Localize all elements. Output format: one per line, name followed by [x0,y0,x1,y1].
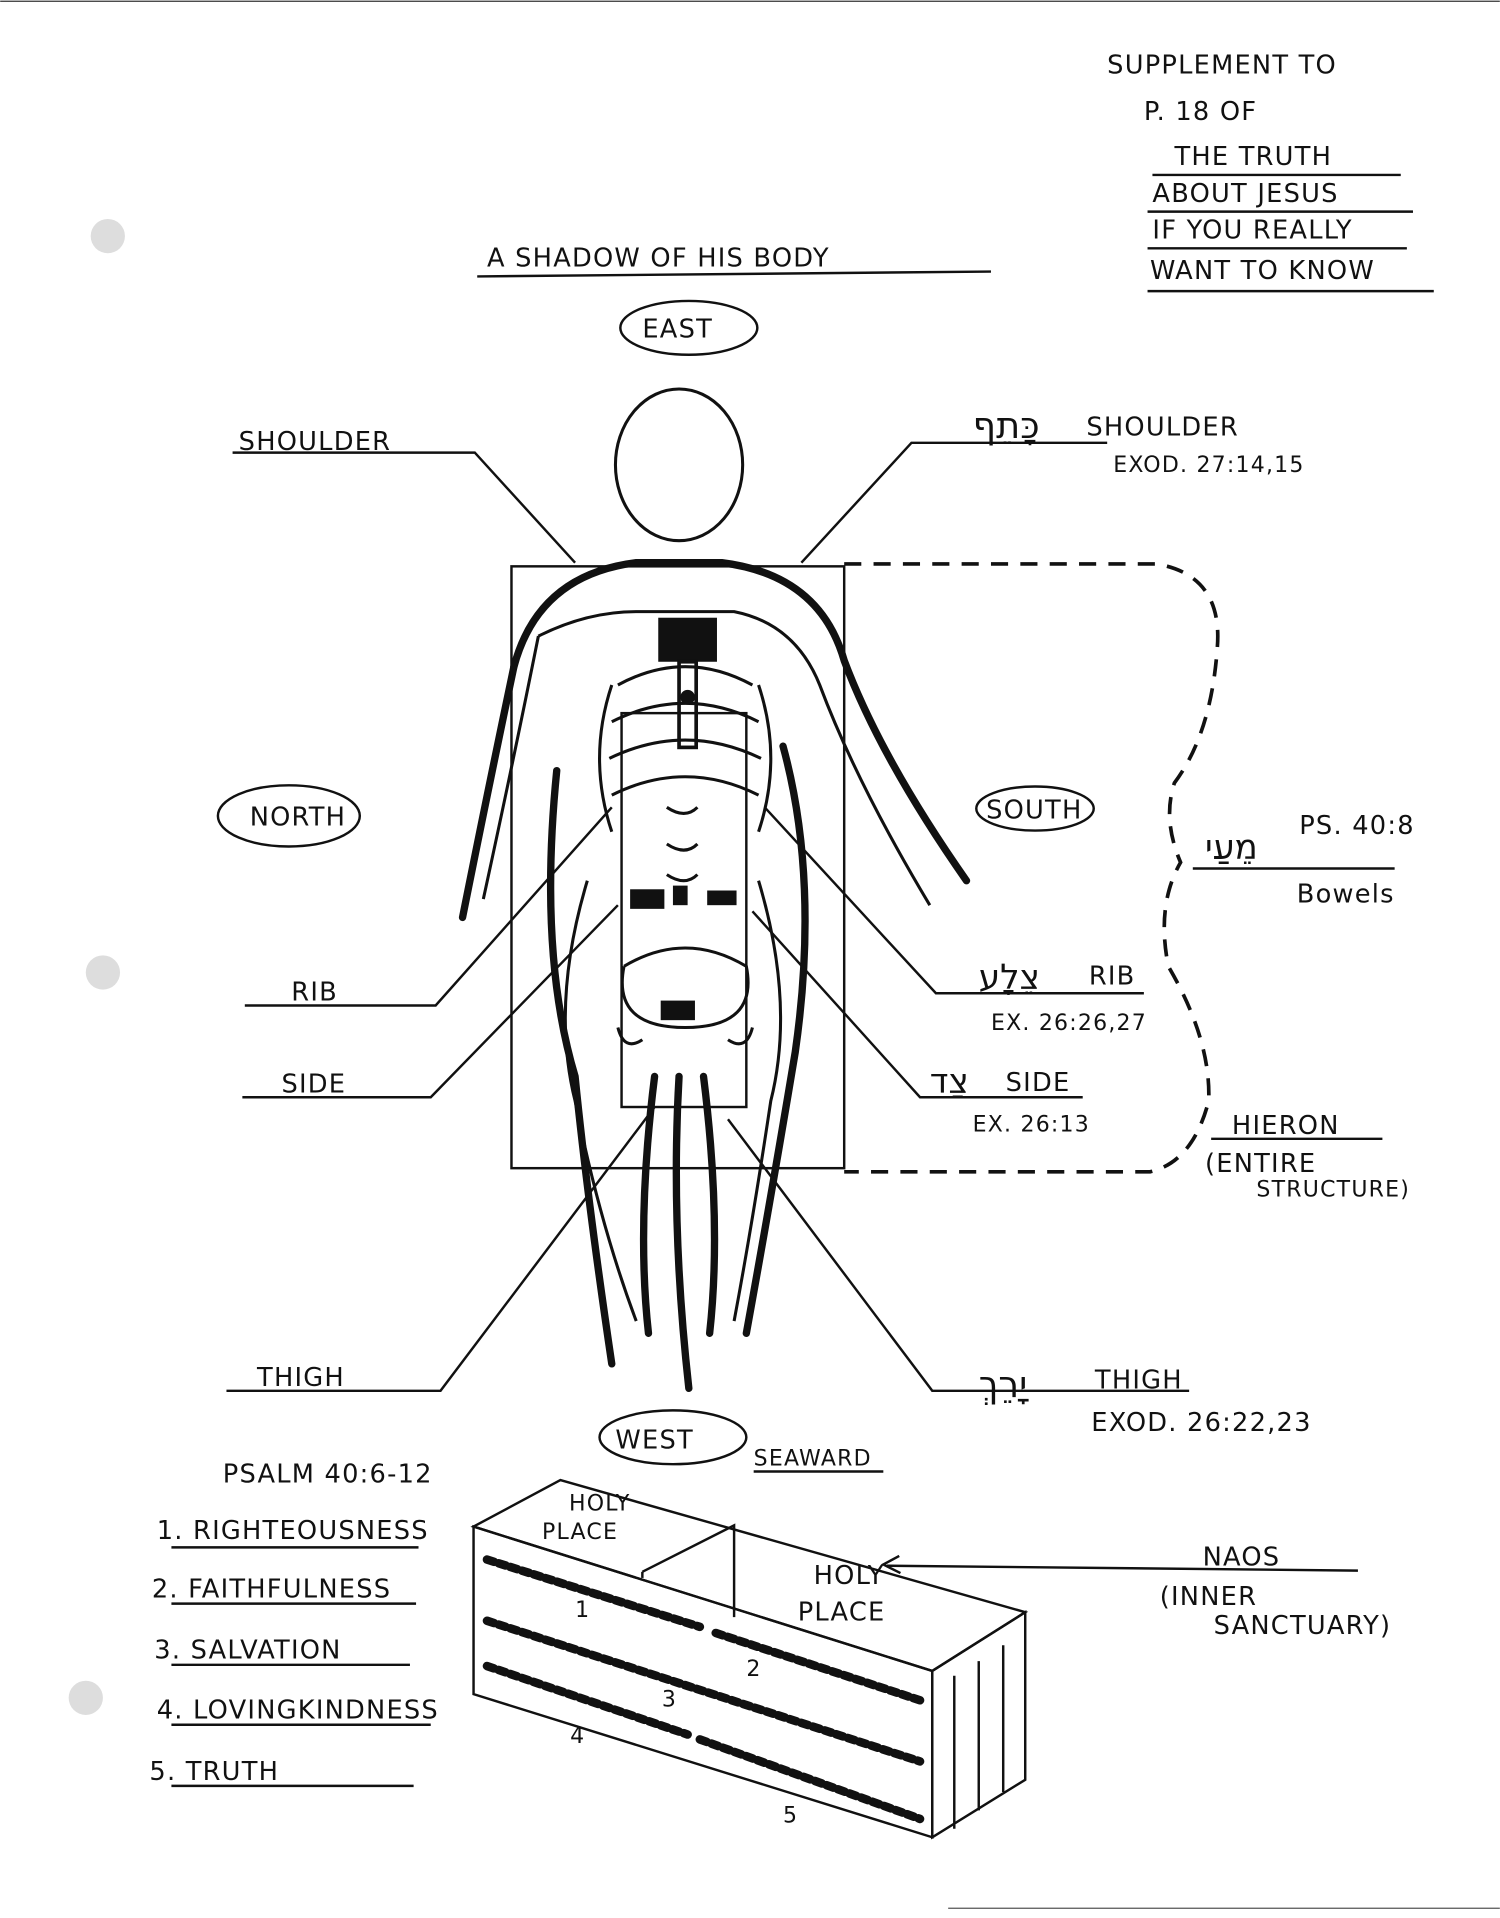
bowels-ref: PS. 40:8 [1299,811,1415,841]
east-ellipse [619,299,759,356]
naos-label: NAOS [1203,1543,1281,1573]
bar-number: 3 [662,1687,677,1712]
binder-hole [68,1680,103,1715]
south-label: SOUTH [986,795,1082,825]
outer-court-rect [510,565,846,1170]
north-ellipse [216,784,362,848]
binder-hole [90,218,125,254]
bar-number: 1 [575,1598,590,1623]
holy-place-small-label: HOLY [569,1492,631,1517]
bowels-label: Bowels [1297,880,1395,910]
west-label: WEST [615,1425,693,1455]
hebrew-thigh: יָרֵךְ [979,1363,1030,1406]
seaward-label: SEAWARD [754,1446,872,1471]
psalm-item: 2. FAITHFULNESS [152,1575,391,1605]
psalm-list: PSALM 40:6-12 1. RIGHTEOUSNESS 2. FAITHF… [149,1460,439,1788]
hebrew-rib: צֵלָע [979,957,1040,997]
psalm-item: 5. TRUTH [149,1757,279,1787]
bar-number: 2 [746,1657,761,1682]
hebrew-side: צַד [930,1061,969,1101]
bar-number: 5 [783,1804,798,1829]
left-labels: SHOULDER RIB SIDE THIGH [226,427,656,1393]
left-side-label: SIDE [282,1069,347,1099]
left-rib-label: RIB [291,978,338,1008]
shoulder-ref: EXOD. 27:14,15 [1113,453,1304,478]
west-ellipse [598,1409,748,1466]
holy-place-large-label: PLACE [798,1598,886,1628]
hieron-label: HIERON [1232,1111,1340,1141]
left-thigh-label: THIGH [256,1363,345,1393]
inner-court-rect [620,711,748,1109]
right-labels: כָּתֵף SHOULDER EXOD. 27:14,15 PS. 40:8 … [727,404,1415,1438]
south-ellipse [975,785,1095,832]
psalm-item: 3. SALVATION [154,1636,341,1666]
note-line: SUPPLEMENT TO [1107,50,1337,80]
tabernacle-box: HOLY PLACE HOLY PLACE 1 2 3 4 5 [470,1478,1029,1840]
psalm-heading: PSALM 40:6-12 [223,1460,433,1490]
hebrew-shoulder: כָּתֵף [973,404,1040,447]
right-shoulder-label: SHOULDER [1086,412,1239,442]
holy-place-small-label: PLACE [542,1520,618,1545]
psalm-item: 1. RIGHTEOUSNESS [157,1516,429,1546]
right-side-label: SIDE [1006,1068,1071,1098]
naos-note: (INNER [1160,1582,1257,1612]
east-label: EAST [642,315,713,345]
naos-label-group: NAOS (INNER SANCTUARY) [880,1543,1392,1641]
psalm-item: 4. LOVINGKINDNESS [157,1696,439,1726]
thigh-ref: EXOD. 26:22,23 [1091,1408,1311,1438]
hieron-dashed-outline [844,562,1220,1174]
bar-number: 4 [570,1724,585,1749]
north-label: NORTH [250,803,346,833]
note-line: THE TRUTH [1173,142,1332,172]
hebrew-bowels: מֵעַי [1205,828,1258,868]
body-figure [458,387,971,1393]
hieron-note: (ENTIRE [1205,1149,1316,1179]
hieron-note: STRUCTURE) [1256,1177,1410,1202]
naos-note: SANCTUARY) [1214,1611,1392,1641]
binder-hole [85,955,121,990]
supplement-note: SUPPLEMENT TO P. 18 OF THE TRUTH ABOUT J… [1107,50,1434,293]
note-line: WANT TO KNOW [1150,256,1375,286]
note-line: ABOUT JESUS [1152,179,1338,209]
note-line: IF YOU REALLY [1152,216,1352,246]
note-line: P. 18 OF [1144,97,1257,127]
page-title: A SHADOW OF HIS BODY [487,244,830,274]
holy-place-large-label: HOLY [814,1561,885,1591]
side-ref: EX. 26:13 [973,1112,1090,1137]
rib-ref: EX. 26:26,27 [991,1011,1147,1036]
right-rib-label: RIB [1089,962,1136,992]
